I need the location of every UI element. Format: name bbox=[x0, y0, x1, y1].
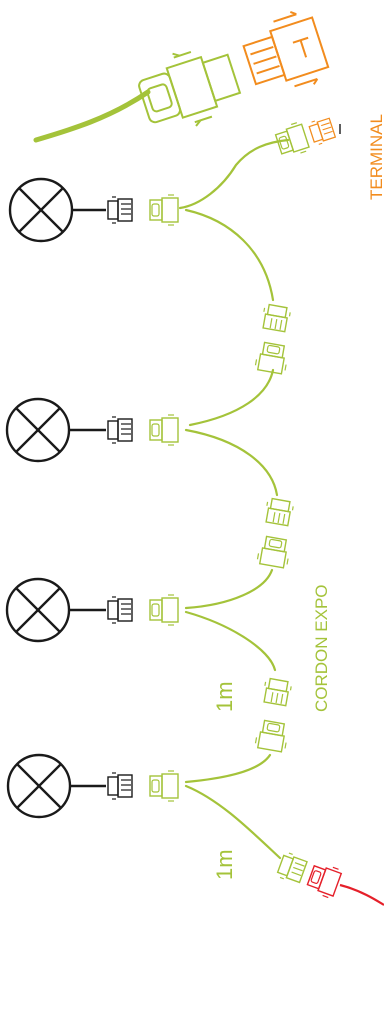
green-connector-detail bbox=[138, 51, 242, 127]
power-connector-pair bbox=[275, 850, 343, 900]
lamp-cross-circle-icon bbox=[8, 177, 74, 243]
cable-segment bbox=[184, 753, 272, 784]
cable-segment bbox=[184, 784, 282, 860]
cable-segment bbox=[178, 138, 290, 210]
length-label-upper: 1m bbox=[212, 681, 237, 712]
inline-connector-pair-2 bbox=[256, 497, 295, 570]
cordon-expo-label: CORDON EXPO bbox=[312, 584, 331, 712]
red-power-cable bbox=[339, 883, 384, 906]
lamp-cross-circle-icon bbox=[5, 397, 71, 463]
cable-chain bbox=[178, 138, 290, 860]
lamp-row-2 bbox=[5, 397, 179, 463]
cable-segment bbox=[184, 568, 274, 610]
lamp-cross-circle-icon bbox=[6, 753, 72, 819]
orange-terminal-detail bbox=[242, 11, 330, 88]
cable-segment bbox=[184, 428, 279, 497]
terminal-label: TERMINAL bbox=[367, 114, 384, 200]
lamp-row-3 bbox=[5, 577, 179, 643]
inline-connector-pair-1 bbox=[254, 303, 292, 376]
lamp-cross-circle-icon bbox=[5, 577, 71, 643]
lamp-row-1 bbox=[8, 177, 179, 243]
cable-segment bbox=[184, 610, 277, 672]
terminal-detail bbox=[33, 11, 330, 143]
length-label-lower: 1m bbox=[212, 849, 237, 880]
inline-connector-pair-3 bbox=[254, 677, 293, 754]
cable-segment bbox=[184, 208, 275, 302]
cable-segment bbox=[188, 368, 275, 427]
terminal-small bbox=[273, 115, 341, 160]
green-cable-detail bbox=[33, 89, 151, 143]
lamp-row-4 bbox=[6, 753, 179, 819]
